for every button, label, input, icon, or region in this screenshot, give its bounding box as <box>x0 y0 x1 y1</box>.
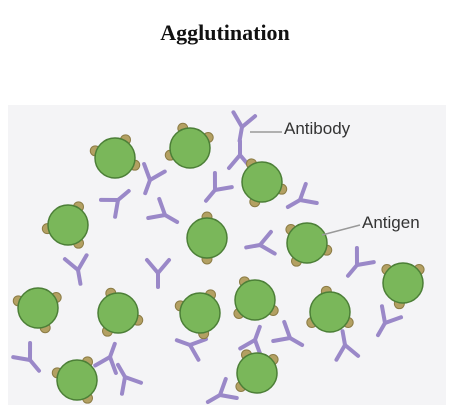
antigen-circle <box>234 279 276 321</box>
antigen-circle <box>56 359 98 401</box>
antibody-icon <box>205 376 239 404</box>
antibody-icon <box>244 229 277 256</box>
antigen-cell <box>89 134 141 179</box>
antigen-leader-line <box>321 224 361 236</box>
antibody-icon <box>204 170 234 203</box>
antibody-icon <box>116 362 144 396</box>
antibody-icon <box>145 258 171 289</box>
antigen-circle <box>97 292 139 334</box>
antibody-icon <box>146 196 180 224</box>
antigen-circle <box>309 291 351 333</box>
antigen-cell <box>41 201 89 249</box>
antigen-cell <box>174 289 221 340</box>
antigen-cell <box>233 276 279 321</box>
antigen-cell <box>235 349 279 394</box>
antigen-cell <box>306 285 354 333</box>
antigen-circle <box>179 292 221 334</box>
antigen-circle <box>236 352 278 394</box>
antigen-cell <box>51 356 98 404</box>
antibody-icon <box>346 245 376 278</box>
diagram-title: Agglutination <box>160 20 290 45</box>
leader-lines <box>250 131 361 236</box>
antibody-icon <box>93 341 118 375</box>
antigen-cell <box>186 211 228 265</box>
antigen-cell <box>164 122 214 169</box>
antigen-cell <box>285 222 333 267</box>
antibody-icon <box>174 337 208 362</box>
antigen-circle <box>286 222 328 264</box>
antigen-circle <box>186 217 228 259</box>
antigen-circle <box>94 137 136 179</box>
antigen-circle <box>169 127 211 169</box>
antibody-icon <box>62 253 89 286</box>
antigen-cell <box>241 158 288 208</box>
antibody-icon <box>11 340 41 373</box>
antigen-circle <box>241 161 283 203</box>
antibody-icon <box>376 304 404 338</box>
antigen-circle <box>47 204 89 246</box>
antibody-icon <box>285 181 319 209</box>
antigen-cell <box>12 287 62 334</box>
antigen-circle <box>17 287 59 329</box>
antibody-label: Antibody <box>284 119 351 138</box>
antigen-label: Antigen <box>362 213 420 232</box>
antibody-icon <box>142 162 167 196</box>
agglutination-diagram: Antibody Antigen <box>0 95 450 408</box>
agglutination-illustration <box>11 110 425 404</box>
antibody-icon <box>231 110 258 143</box>
antigen-circle <box>382 262 424 304</box>
antibody-icon <box>271 319 305 347</box>
diagram-background <box>8 105 446 405</box>
antigen-cell <box>97 287 144 337</box>
antibody-icon <box>334 329 361 362</box>
antigen-group <box>12 122 425 404</box>
antigen-cell <box>381 262 425 310</box>
antibody-icon <box>98 189 131 219</box>
